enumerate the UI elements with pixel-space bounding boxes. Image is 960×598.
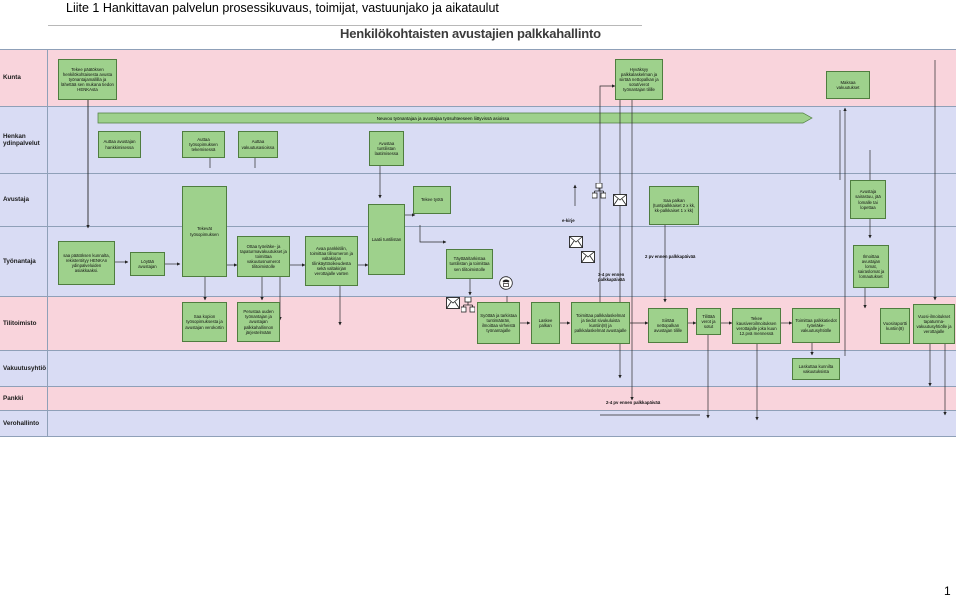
phone-icon — [499, 276, 513, 290]
lane-label-box: Verohallinto — [0, 411, 48, 436]
lane-label-tilitoimisto: Tilitoimisto — [3, 319, 37, 327]
box-vuosiraportti: Vuosiraportti kuntiin(8) — [880, 308, 910, 344]
lane-label-tyonantaja: Työnantaja — [3, 257, 36, 265]
mail-icon — [581, 251, 595, 263]
lane-avustaja: Avustaja — [0, 173, 956, 226]
mail-icon — [569, 236, 583, 248]
lane-label-henkan: Henkan ydinpalvelut — [3, 132, 40, 147]
box-maksaa-vakuutukset: Maksaa vakuutukset — [826, 71, 870, 99]
lane-label-kunta: Kunta — [3, 74, 21, 82]
box-toimittaa-laskelmat: Toimittaa palkkalaskelmat ja tiedot sivu… — [571, 302, 630, 344]
box-avaa-pankkitilin: Avaa pankkitilin, toimittaa tilinumeron … — [305, 236, 358, 286]
box-saa-paatoksen: saa päätöksen kunnalta, rekisteröityy HE… — [58, 241, 115, 285]
lane-label-avustaja: Avustaja — [3, 196, 30, 204]
box-auttaa-sopimus: Auttaa työsopimuksen tekemisessä — [182, 131, 225, 158]
box-laatii-tuntilistan: Laatii tuntilistan — [368, 204, 405, 275]
document-title: Liite 1 Hankittavan palvelun prosessikuv… — [66, 1, 499, 15]
lane-label-pankki: Pankki — [3, 394, 24, 402]
banner-arrow — [97, 112, 813, 124]
lane-label-box: Vakuutusyhtiö — [0, 351, 48, 386]
network-icon — [592, 183, 606, 199]
lane-label-verohallinto: Verohallinto — [3, 419, 40, 427]
title-rule — [48, 25, 642, 26]
note-ennen-palkkapaivaa-2: 2 pv ennen palkkapäivää — [645, 254, 696, 259]
box-perustaa: Perustaa uuden työnantajan ja avustajan … — [237, 302, 280, 342]
box-maksatus: Hyväksyy palkkalaskelman ja siirtää nett… — [615, 59, 663, 100]
box-syottaa: Syöttää ja tarkistaa tuntimäärän, ilmoit… — [477, 302, 520, 344]
lane-label-box: Avustaja — [0, 174, 48, 226]
box-ottaa-vakuutukset: Ottaa työeläke- ja tapaturmavakuutukset … — [237, 236, 290, 277]
lane-label-vakuutusyhtio: Vakuutusyhtiö — [3, 364, 47, 372]
box-laskee-palkan: Laskee palkan — [531, 302, 560, 344]
box-tayttaa-tuntilistan: Täyttää/tarkistaa tuntilistan ja toimitt… — [446, 249, 493, 279]
box-tekee-tyota: Tekee työtä — [413, 186, 451, 214]
mail-icon — [613, 194, 627, 206]
box-laskuttaa: Laskuttaa kunnilta vakuutuksista — [792, 358, 840, 380]
box-loytaa-avustajan: Löytää avustajan — [130, 252, 165, 276]
box-saa-kopion: Saa kopion työsopimuksesta ja avustajan … — [182, 302, 227, 342]
box-avustaja-tyosopimus: Tekevät työsopimuksen — [182, 186, 227, 277]
page-number: 1 — [944, 584, 951, 598]
lane-label-box: Työnantaja — [0, 227, 48, 296]
box-siirtaa-nettopalkan: Siirtää nettopalkan avustajan tilille — [648, 308, 688, 343]
lane-label-box: Kunta — [0, 50, 48, 106]
note-ekirje: e-kirje — [562, 218, 575, 223]
diagram-title: Henkilökohtaisten avustajien palkkahalli… — [340, 26, 601, 41]
lane-kunta: Kunta — [0, 49, 956, 106]
lane-verohallinto: Verohallinto — [0, 410, 956, 436]
box-kausiveroilmoitus: Tekee kausiveroilmoituksen verottajalle … — [732, 308, 781, 344]
box-auttaa-vakuutus: Auttaa vakuutusasioissa — [238, 131, 278, 158]
box-tilittaa-verot: Tilittää verot ja sotut — [696, 308, 721, 335]
box-saa-palkan: Saa palkan (tuntipalkkaiset 2 x kk, kk-p… — [649, 186, 699, 225]
box-avustaa-tuntilistan: Avustaa tuntilistan laatimisessa — [369, 131, 404, 166]
banner-text: Neuvoo työnantajaa ja avustajaa työsuhte… — [376, 115, 510, 121]
lane-label-box: Henkan ydinpalvelut — [0, 107, 48, 173]
process-diagram: Henkilökohtaisten avustajien palkkahalli… — [0, 20, 960, 438]
lane-bottom-border — [0, 436, 956, 437]
lane-label-box: Pankki — [0, 387, 48, 410]
box-kunta-paatos: Tekee päätöksen henkilökohtaisesta avust… — [58, 59, 117, 100]
box-auttaa-hankkiminen: Auttaa avustajan hankkimisessa — [98, 131, 141, 158]
note-ennen-palkkapaivaa-1: 3-4 pv ennen palkkapäivää — [598, 272, 625, 283]
mail-icon — [446, 297, 460, 309]
box-ilmoittaa-lomat: Ilmoittaa avustajan lomat, sairaslomat j… — [853, 245, 889, 288]
box-avustaja-sairastuu: Avustaja sairastuu, jää lomalle tai lope… — [850, 180, 886, 219]
network-icon — [461, 297, 475, 313]
lane-pankki: Pankki — [0, 386, 956, 410]
note-ennen-palkkapaivaa-3: 2-4 pv ennen palkkapäivää — [606, 400, 661, 405]
box-toimittaa-tiedot: Toimittaa palkkatiedot työeläke-vakuutus… — [792, 308, 840, 343]
box-vuosi-ilmoitukset: Vuosi-ilmoitukset tapaturma-vakuutusyhti… — [913, 304, 955, 344]
lane-label-box: Tilitoimisto — [0, 297, 48, 350]
